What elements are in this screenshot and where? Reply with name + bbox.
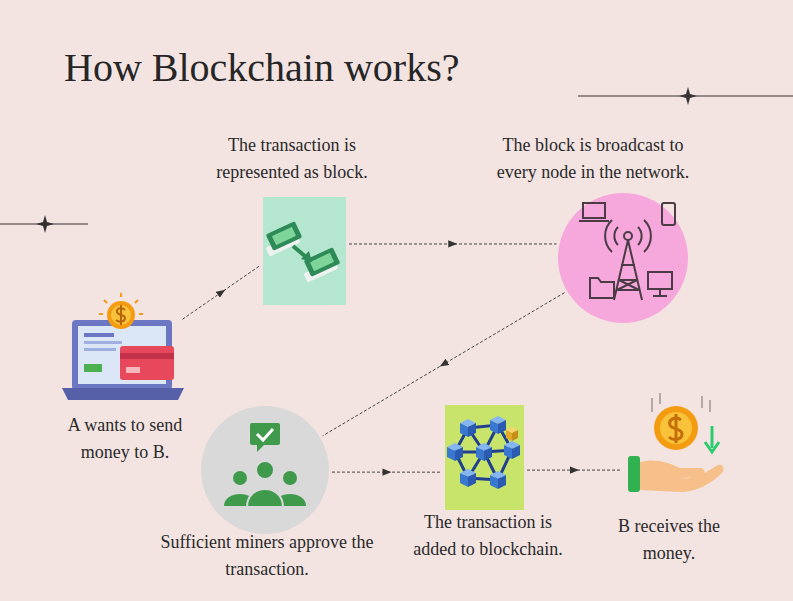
down-arrow-head [705,442,719,452]
flow-connector [182,265,260,319]
circle-outline [201,406,329,534]
caption-holder: The transaction is represented as block. [197,132,387,186]
receive-icon [628,393,724,492]
credit-card [120,346,174,380]
step-caption: A wants to send money to B. [50,412,200,466]
dollar-sign [669,414,682,443]
decor-rule [578,96,793,97]
screen-bar [84,341,122,344]
coin-face [660,412,692,444]
coin-rays [99,293,143,314]
caption-holder: A wants to send money to B. [50,412,200,466]
transaction-block-node: The transaction is represented as block. [263,197,346,305]
flow-connector [527,470,622,471]
blockchain-node: The transaction is added to blockchain. [445,405,524,510]
flow-connector [349,243,557,244]
card-chip [126,367,140,373]
sleeve-cuff [628,456,640,492]
laptop-screen-frame [72,320,172,390]
caption-holder: The block is broadcast to every node in … [481,132,706,186]
coin-rays [652,393,710,412]
step-caption: The block is broadcast to every node in … [481,132,706,186]
caption-holder: The transaction is added to blockchain. [406,509,571,563]
step-caption: Sufficient miners approve the transactio… [160,529,375,583]
step-caption: The transaction is added to blockchain. [406,509,571,563]
dollar-sign [116,305,125,325]
screen-bar [84,333,114,337]
open-hand [640,460,724,492]
circle-outline [558,193,688,323]
caption-holder: B receives the money. [604,513,734,567]
receiver-hand-node: B receives the money. [625,388,723,496]
step-caption: The transaction is represented as block. [197,132,387,186]
title-holder: How Blockchain works? [64,44,459,92]
diagram-title: How Blockchain works? [64,44,459,92]
node-circle [201,406,329,534]
flow-connector [323,293,565,436]
coin-face [111,305,131,325]
laptop-base [62,388,184,400]
screen-bar [84,348,116,351]
flow-connector [332,472,442,473]
sparkle [679,87,697,105]
laptop-screen [78,326,166,384]
screen-button [84,364,102,372]
step-caption: B receives the money. [604,513,734,567]
miners-circle-node: Sufficient miners approve the transactio… [201,406,329,534]
decor-rule [0,224,88,225]
down-arrow [711,426,714,448]
sparkle [36,215,54,233]
caption-holder: Sufficient miners approve the transactio… [160,529,375,583]
coin [107,301,135,329]
broadcast-circle-node: The block is broadcast to every node in … [558,193,688,323]
laptop-icon [62,293,184,400]
sender-laptop-node: A wants to send money to B. [66,296,180,402]
card-stripe [120,353,174,359]
node-circle [558,193,688,323]
coin [654,406,698,450]
